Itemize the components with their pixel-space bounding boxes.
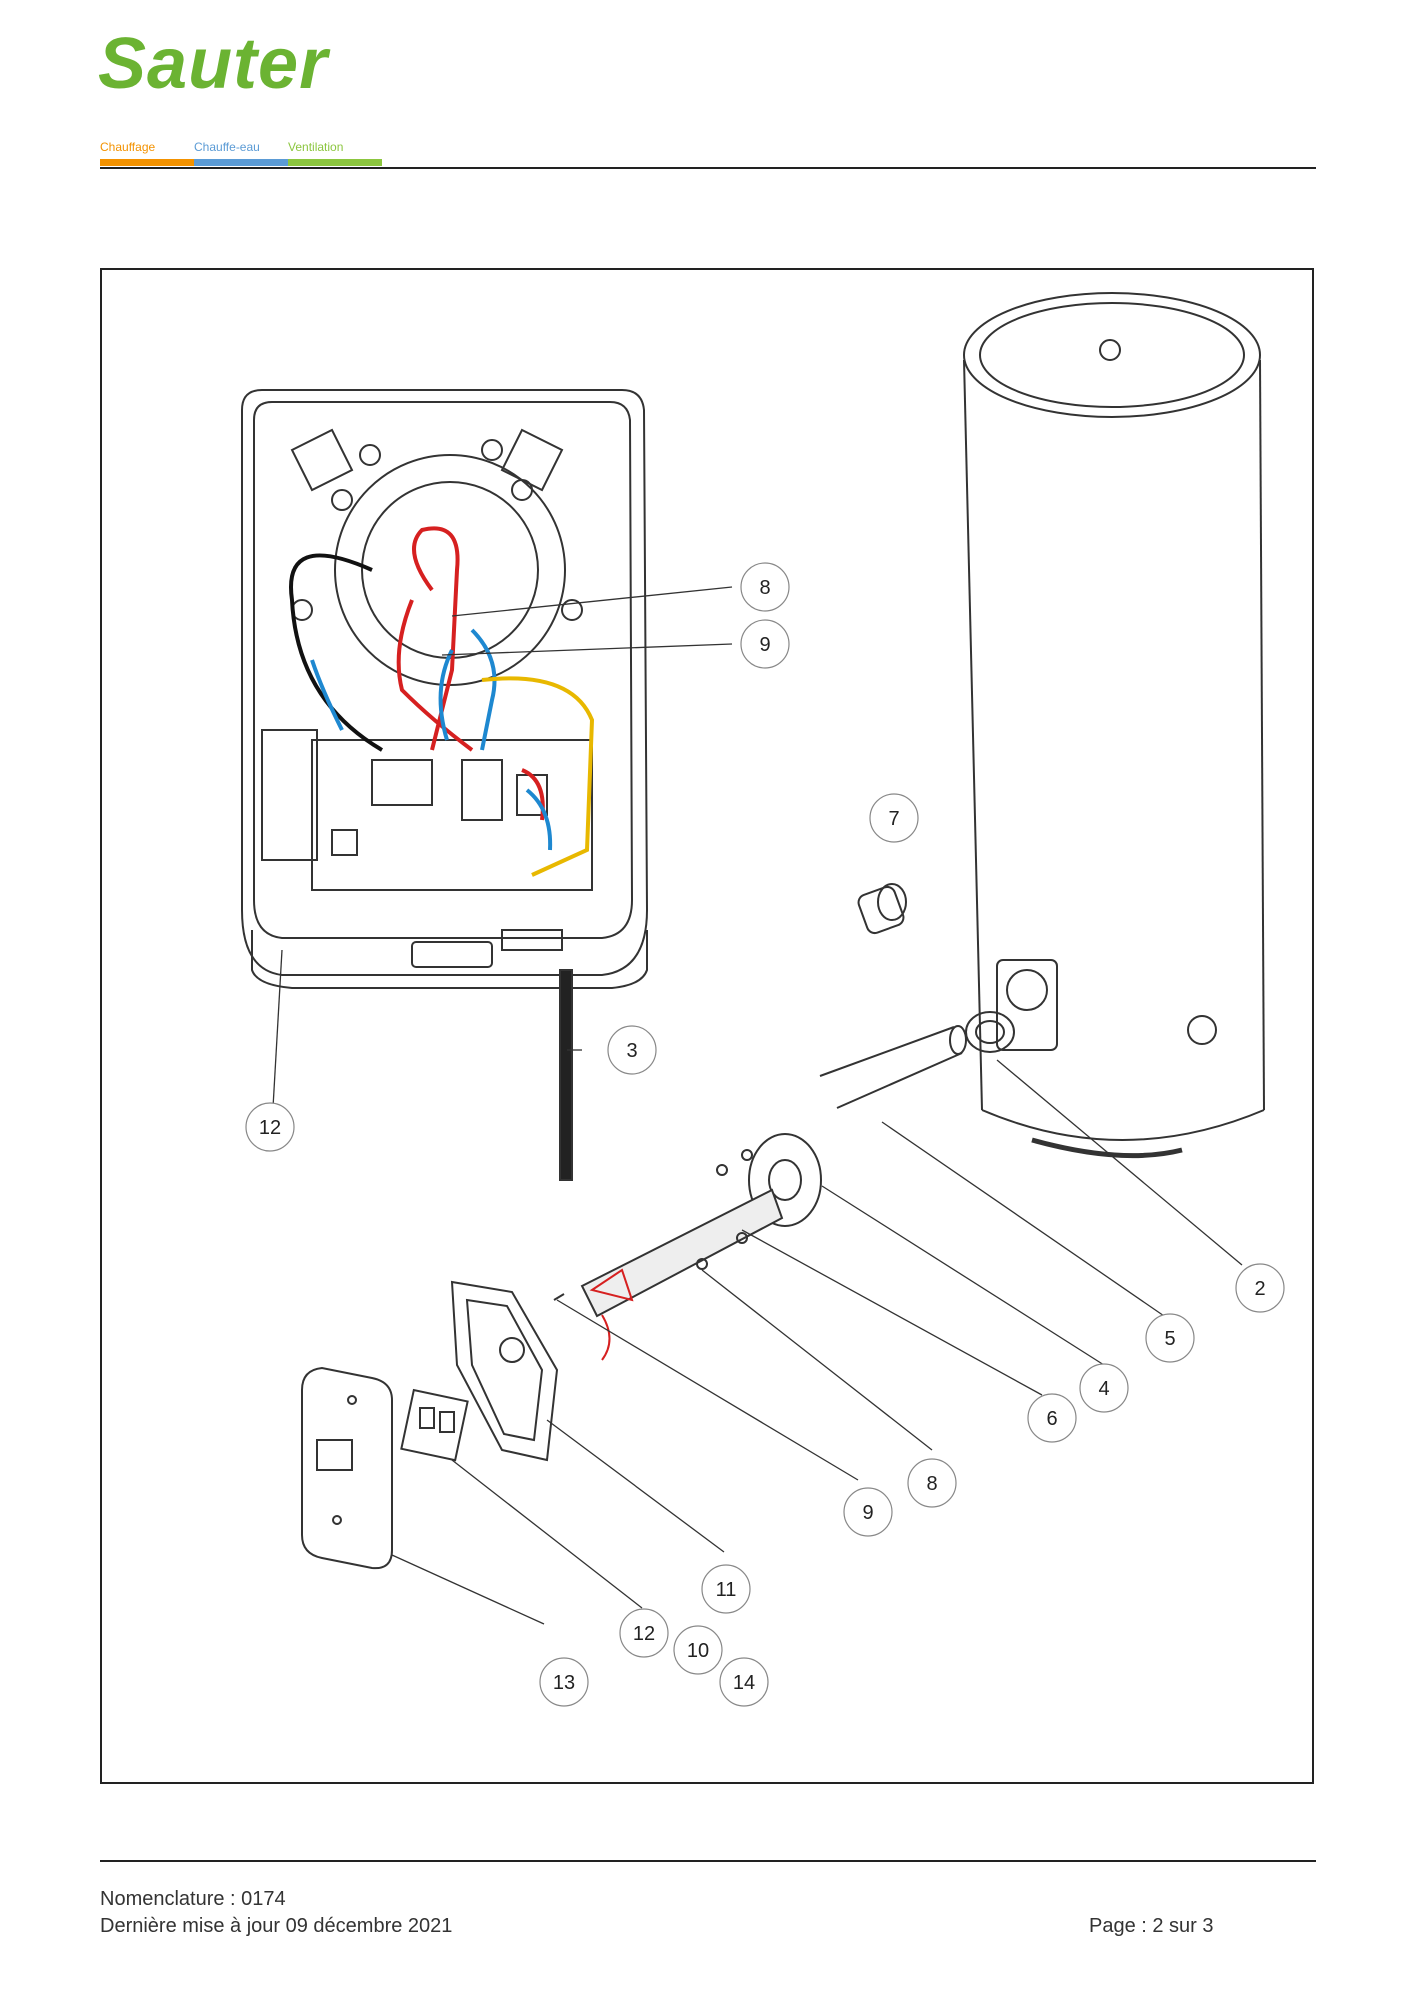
gasket [965,1011,1015,1053]
callout-12-bottom: 12 [619,1608,669,1658]
front-cover [301,1366,393,1570]
callout-8-bottom: 8 [907,1458,957,1508]
callout-6: 6 [1027,1393,1077,1443]
category-chauffe-eau: Chauffe-eau [194,140,260,154]
flange [748,1133,822,1227]
svg-text:14: 14 [733,1672,755,1694]
leader-lines [271,586,1243,1625]
callout-9-bottom: 9 [843,1487,893,1537]
power-cable [559,969,573,1181]
svg-text:7: 7 [888,808,899,830]
svg-text:13: 13 [553,1672,575,1694]
callout-13: 13 [539,1657,589,1707]
callout-4: 4 [1079,1363,1129,1413]
footer-last-updated: Dernière mise à jour 09 décembre 2021 [100,1915,453,1937]
back-plate [450,1280,559,1462]
svg-text:12: 12 [259,1117,281,1139]
callout-5: 5 [1145,1313,1195,1363]
svg-text:4: 4 [1098,1378,1109,1400]
svg-text:9: 9 [862,1502,873,1524]
callout-12-left: 12 [245,1102,295,1152]
callout-3: 3 [607,1025,657,1075]
exploded-diagram: 8 9 7 3 12 2 5 [241,292,1285,1707]
callout-7: 7 [869,793,919,843]
control-housing [241,389,649,989]
sheath [819,1025,967,1109]
category-bar: Chauffage Chauffe-eau Ventilation [100,140,382,167]
callout-8-top: 8 [740,562,790,612]
svg-text:10: 10 [687,1640,709,1662]
svg-text:3: 3 [626,1040,637,1062]
footer-page-number: Page : 2 sur 3 [1089,1915,1214,1937]
svg-text:9: 9 [759,634,770,656]
water-tank [963,292,1265,1159]
thermostat [400,1388,469,1462]
category-bar-blue [194,159,288,166]
svg-text:8: 8 [926,1473,937,1495]
svg-text:5: 5 [1164,1328,1175,1350]
heating-element [580,1188,784,1361]
callouts: 8 9 7 3 12 2 5 [245,562,1285,1707]
plug [857,883,907,935]
svg-text:6: 6 [1046,1408,1057,1430]
wiring [289,526,595,877]
svg-text:12: 12 [633,1623,655,1645]
exploded-diagram-frame: 8 9 7 3 12 2 5 [100,268,1314,1784]
callout-10: 10 [673,1625,723,1675]
category-chauffage: Chauffage [100,140,156,154]
category-bar-green [288,159,382,166]
footer-nomenclature: Nomenclature : 0174 [100,1888,286,1910]
header-rule [100,167,1316,169]
svg-text:8: 8 [759,577,770,599]
callout-2: 2 [1235,1263,1285,1313]
category-bar-orange [100,159,194,166]
sauter-logo: Sauter [98,24,329,104]
callout-9-top: 9 [740,619,790,669]
category-ventilation: Ventilation [288,140,344,154]
callout-11: 11 [701,1564,751,1614]
footer-rule [100,1860,1316,1862]
svg-text:2: 2 [1254,1278,1265,1300]
callout-14: 14 [719,1657,769,1707]
svg-text:11: 11 [716,1579,737,1601]
